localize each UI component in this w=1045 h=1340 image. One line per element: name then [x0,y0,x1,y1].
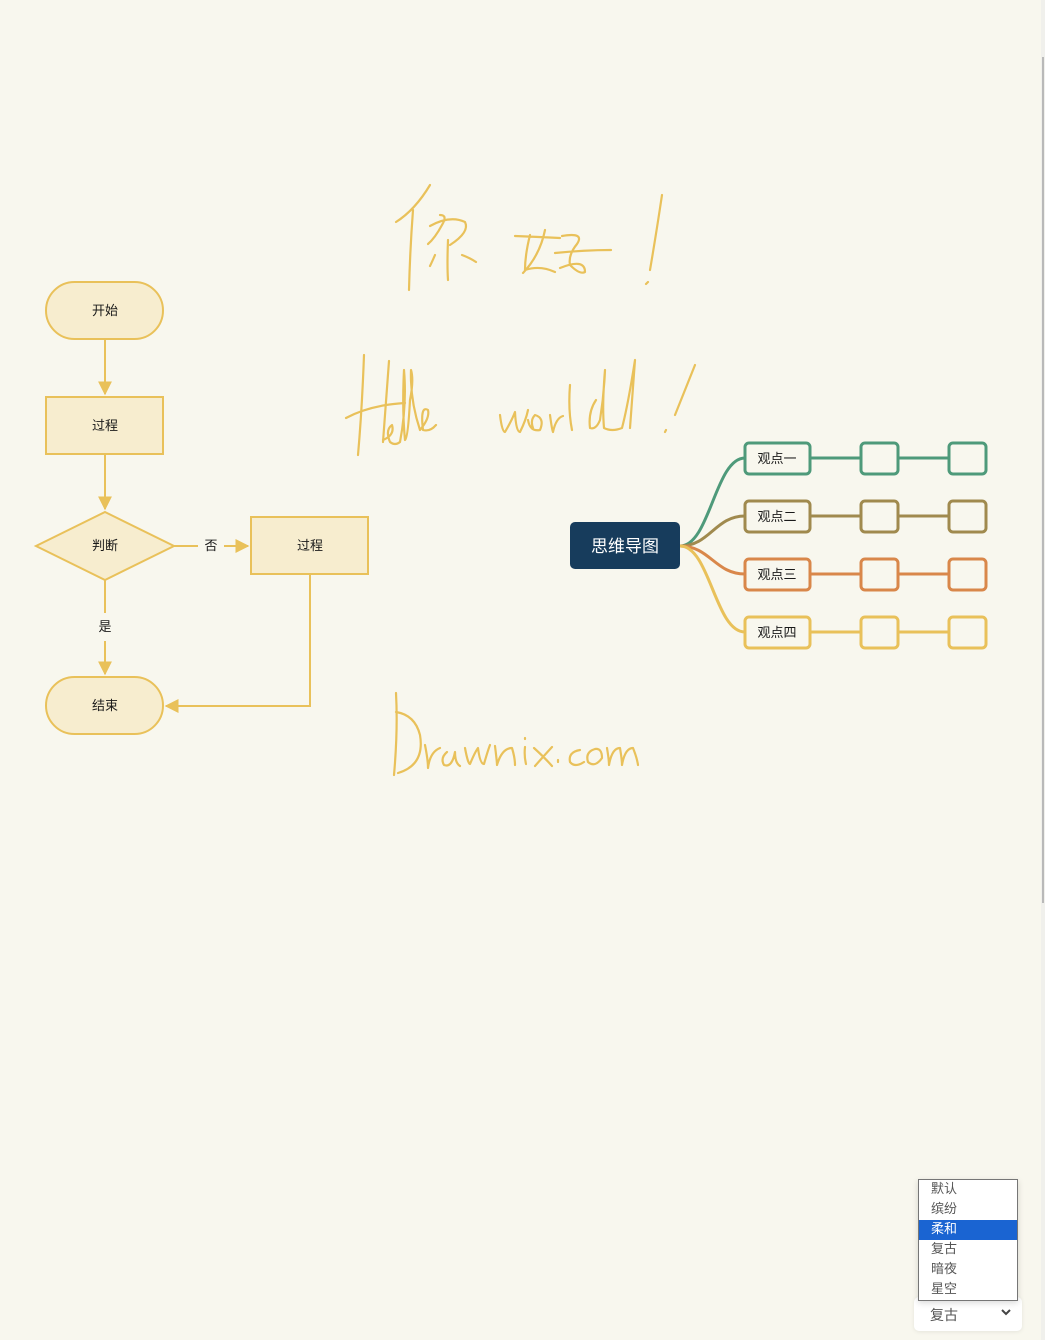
mindmap-branch-4: 观点四 [743,615,988,650]
theme-option-default[interactable]: 默认 [931,1182,958,1197]
mindmap-root-node[interactable]: 思维导图 [570,522,680,569]
theme-option-starry[interactable]: 星空 [931,1282,958,1297]
flowchart: 开始 过程 判断 过程 结束 否 是 [33,281,369,735]
mindmap-node-1[interactable]: 观点一 [743,441,812,476]
theme-select-value: 复古 [930,1308,958,1324]
mindmap-branch-3: 观点三 [743,557,988,592]
mindmap-node-2-label: 观点二 [757,510,796,525]
mindmap-child-4-2[interactable] [947,615,988,650]
chevron-down-icon [1001,1309,1011,1316]
mindmap-child-2-1[interactable] [859,499,900,534]
mindmap-child-1-1[interactable] [859,441,900,476]
flow-node-process-2-label: 过程 [297,539,323,554]
theme-option-colorful[interactable]: 缤纷 [931,1202,958,1217]
mindmap-node-1-label: 观点一 [757,452,796,467]
mindmap-node-4[interactable]: 观点四 [743,615,812,650]
theme-option-soft[interactable]: 柔和 [919,1220,1017,1240]
theme-option-dark[interactable]: 暗夜 [931,1262,958,1277]
mindmap-node-3-label: 观点三 [757,568,796,583]
mindmap-branch-1: 观点一 [743,441,988,476]
flow-node-start-label: 开始 [92,304,118,319]
mindmap-child-1-2[interactable] [947,441,988,476]
mindmap-link-4 [679,544,746,634]
mindmap: 思维导图 观点一 观点二 [570,441,988,650]
handwriting-hello-world[interactable] [344,353,697,457]
theme-option-retro[interactable]: 复古 [931,1242,958,1257]
mindmap-child-2-2[interactable] [947,499,988,534]
mindmap-node-3[interactable]: 观点三 [743,557,812,592]
edge-process2-to-end[interactable] [164,575,311,713]
flow-node-end-label: 结束 [92,699,118,714]
scrollbar-thumb[interactable] [1042,57,1044,903]
flow-node-end[interactable]: 结束 [45,676,164,735]
flow-node-start[interactable]: 开始 [45,281,164,340]
flow-node-decision[interactable]: 判断 [33,510,177,582]
theme-select[interactable]: 复古 [914,1297,1022,1331]
flow-node-decision-label: 判断 [92,539,118,554]
flow-node-process-2[interactable]: 过程 [250,516,369,575]
mindmap-child-3-2[interactable] [947,557,988,592]
handwriting-nihao[interactable] [394,183,664,292]
edge-label-no: 否 [204,539,217,554]
handwriting-drawnix[interactable] [392,691,640,777]
mindmap-root-label: 思维导图 [591,537,659,557]
edge-label-yes: 是 [98,620,111,635]
flow-node-process-1[interactable]: 过程 [45,396,164,455]
mindmap-child-3-1[interactable] [859,557,900,592]
theme-dropdown-list: 默认 缤纷 柔和 复古 暗夜 星空 [918,1179,1018,1301]
mindmap-link-1 [679,456,746,548]
mindmap-branch-2: 观点二 [743,499,988,534]
mindmap-node-4-label: 观点四 [757,626,796,641]
mindmap-node-2[interactable]: 观点二 [743,499,812,534]
mindmap-child-4-1[interactable] [859,615,900,650]
flow-node-process-1-label: 过程 [92,419,118,434]
mindmap-link-2 [679,514,746,548]
